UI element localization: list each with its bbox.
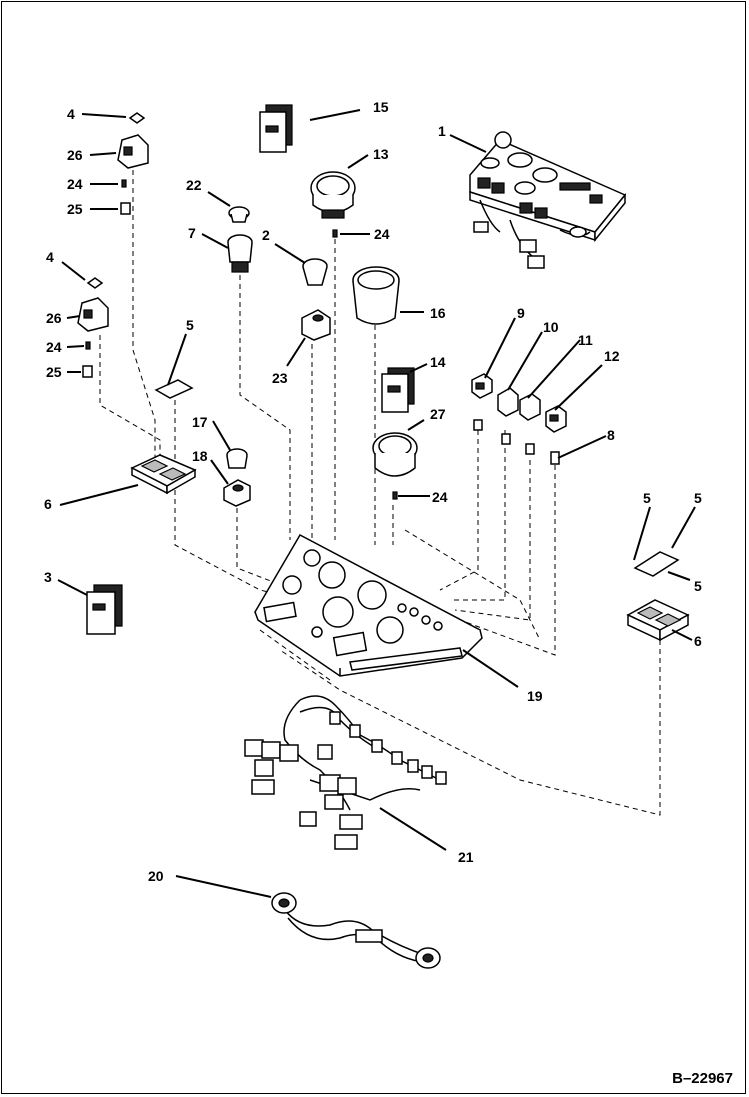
- callout-5: 5: [694, 490, 702, 506]
- round-gauge-part-13: [310, 171, 356, 219]
- callout-24: 24: [432, 489, 448, 505]
- callout-5: 5: [643, 490, 651, 506]
- socket-part-18: [223, 479, 251, 507]
- callout-8: 8: [607, 427, 615, 443]
- callout-20: 20: [148, 868, 164, 884]
- callout-24: 24: [374, 226, 390, 242]
- callout-24: 24: [67, 176, 83, 192]
- switch-panel-part-6-right: [626, 599, 690, 642]
- callout-9: 9: [517, 305, 525, 321]
- cap-part-17: [226, 448, 248, 469]
- gauge-part-27: [372, 432, 418, 477]
- switch-part-9: [471, 373, 493, 399]
- screws-part-24: [85, 179, 398, 500]
- callout-labels: 4 26 24 25 4 26 24 25 22 7 2 23 15 13 24…: [44, 99, 702, 884]
- indicator-light-part-7: [227, 234, 253, 273]
- wiring-harness-part-21: [244, 695, 447, 850]
- callout-4: 4: [67, 106, 75, 122]
- callout-12: 12: [604, 348, 620, 364]
- callout-5: 5: [694, 578, 702, 594]
- connector-part-25: [82, 202, 131, 378]
- callout-5: 5: [186, 317, 194, 333]
- callout-14: 14: [430, 354, 446, 370]
- callout-6: 6: [44, 496, 52, 512]
- bulb-harness-part-20: [271, 892, 441, 969]
- callout-25: 25: [67, 201, 83, 217]
- bezel-part-5: [154, 379, 680, 577]
- callout-24: 24: [46, 339, 62, 355]
- callout-6: 6: [694, 633, 702, 649]
- callout-23: 23: [272, 370, 288, 386]
- dash-panel-part-19: [253, 534, 483, 677]
- callout-13: 13: [373, 146, 389, 162]
- rocker-switch-part-26: [77, 134, 149, 332]
- callout-17: 17: [192, 414, 208, 430]
- callout-10: 10: [543, 319, 559, 335]
- drawing-reference-number: B–22967: [672, 1070, 733, 1087]
- hour-meter-part-15: [259, 104, 293, 153]
- block-part-14: [381, 367, 415, 413]
- block-part-3: [86, 584, 123, 635]
- callout-27: 27: [430, 406, 446, 422]
- callout-15: 15: [373, 99, 389, 115]
- callout-4: 4: [46, 249, 54, 265]
- knob-part-2: [302, 258, 328, 286]
- cup-part-16: [352, 266, 400, 325]
- callout-1: 1: [438, 123, 446, 139]
- cap-part-22: [228, 206, 250, 223]
- callout-22: 22: [186, 177, 202, 193]
- callout-18: 18: [192, 448, 208, 464]
- callout-26: 26: [67, 147, 83, 163]
- callout-26: 26: [46, 310, 62, 326]
- callout-21: 21: [458, 849, 474, 865]
- callout-16: 16: [430, 305, 446, 321]
- callout-19: 19: [527, 688, 543, 704]
- callout-25: 25: [46, 364, 62, 380]
- lens-part-4: [86, 112, 146, 289]
- bulb-part-8: [473, 419, 560, 465]
- callout-7: 7: [188, 225, 196, 241]
- assembly-dashed-lines: [99, 170, 661, 816]
- leader-lines: [57, 109, 696, 898]
- callout-3: 3: [44, 569, 52, 585]
- switch-panel-part-6-left: [130, 454, 197, 495]
- socket-part-23: [301, 309, 331, 341]
- switch-part-11: [519, 393, 541, 421]
- callout-11: 11: [578, 332, 593, 348]
- callout-2: 2: [262, 227, 270, 243]
- console-assembly-part: [469, 131, 627, 269]
- switch-part-10: [497, 387, 519, 417]
